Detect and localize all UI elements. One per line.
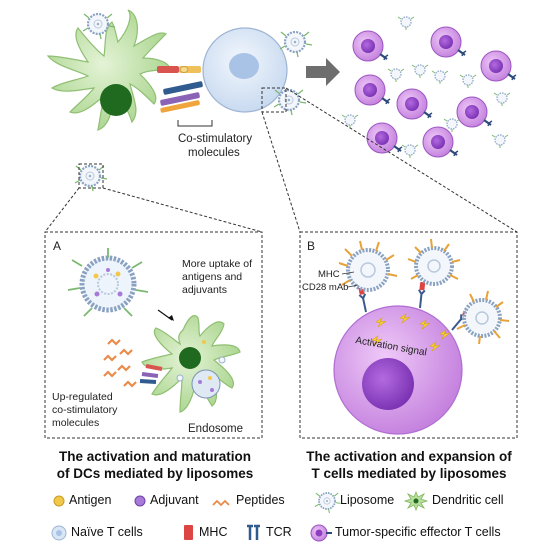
liposome-icon xyxy=(401,144,419,159)
cd28-label: CD28 mAb xyxy=(302,282,348,293)
liposome-icon xyxy=(431,70,449,85)
upreg-line1: Up-regulated xyxy=(52,391,113,403)
legend-icons xyxy=(51,490,429,542)
effector-t-cell-legend-icon xyxy=(310,524,332,542)
liposome-icon xyxy=(459,74,477,89)
upreg-line3: molecules xyxy=(52,417,99,429)
panel-a-caption: The activation and maturation of DCs med… xyxy=(40,448,270,482)
liposome-icon xyxy=(387,68,405,83)
mhc-label: MHC xyxy=(318,269,340,280)
legend-liposome: Liposome xyxy=(340,493,395,507)
panel-a-liposome xyxy=(67,248,149,317)
panel-a-caption-line1: The activation and maturation xyxy=(58,449,252,464)
uptake-arrowhead xyxy=(168,315,174,321)
legend-peptides: Peptides xyxy=(236,493,285,507)
effector-t-cell-icon xyxy=(421,125,460,159)
costim-bracket xyxy=(177,120,213,127)
legend-adjuvant: Adjuvant xyxy=(150,493,199,507)
legend-dendritic-cell: Dendritic cell xyxy=(432,493,504,507)
effector-t-cell-icon xyxy=(351,29,390,63)
upreg-line2: co-stimulatory xyxy=(52,404,118,416)
pointer-lines xyxy=(341,271,359,288)
effector-t-cell-icon xyxy=(365,121,404,155)
effector-cell-cluster xyxy=(341,16,518,159)
dendritic-cell-icon xyxy=(403,490,429,512)
peptide-icon xyxy=(212,499,230,507)
panel-b-caption-line1: The activation and expansion of xyxy=(306,449,512,464)
panel-b-letter: B xyxy=(307,239,315,253)
costim-label-line1: Co-stimulatory xyxy=(178,133,252,145)
liposome-icon xyxy=(341,114,359,129)
panel-b-t-cell xyxy=(333,305,463,435)
liposome-icon xyxy=(411,64,429,79)
panel-b-caption-line2: T cells mediated by liposomes xyxy=(311,466,507,481)
antigen-icon xyxy=(53,495,65,507)
effector-t-cell-icon xyxy=(455,95,494,129)
costim-label-line2: molecules xyxy=(188,147,240,159)
panel-a-letter: A xyxy=(53,239,61,253)
peptide-marks xyxy=(103,338,137,388)
tcr-icon xyxy=(247,524,260,540)
legend-tcr: TCR xyxy=(266,525,292,539)
panel-b-caption: The activation and expansion of T cells … xyxy=(290,448,528,482)
zoom-guides xyxy=(44,87,518,233)
panel-a-frame xyxy=(44,231,263,439)
effector-t-cell-icon xyxy=(395,87,434,121)
costimulatory-connectors xyxy=(157,66,203,113)
activation-sparks xyxy=(371,313,451,352)
expansion-arrow xyxy=(306,58,340,86)
liposome-icon xyxy=(73,164,109,193)
liposome-icon xyxy=(278,30,314,59)
naive-t-cell-top xyxy=(202,27,288,113)
panel-a-dendritic-cell xyxy=(139,315,241,413)
uptake-line2: antigens and xyxy=(182,271,242,283)
liposome-icon xyxy=(491,134,509,149)
legend-mhc: MHC xyxy=(199,525,228,539)
endosome-label: Endosome xyxy=(188,423,243,435)
legend-tumor-effector: Tumor-specific effector T cells xyxy=(335,525,501,539)
panel-a-caption-line2: of DCs mediated by liposomes xyxy=(56,466,254,481)
dendritic-cell-top xyxy=(46,9,171,131)
endosome-icon xyxy=(191,369,221,399)
effector-t-cell-icon xyxy=(353,73,392,107)
dc-nucleus xyxy=(100,84,132,116)
effector-t-cell-icon xyxy=(429,25,468,59)
uptake-line1: More uptake of xyxy=(182,258,252,270)
effector-t-cell-icon xyxy=(479,49,518,83)
panel-b-liposomes xyxy=(338,238,510,345)
liposome-icon xyxy=(493,92,511,107)
liposome-icon xyxy=(272,88,308,117)
panel-b-frame xyxy=(299,231,518,439)
uptake-line3: adjuvants xyxy=(182,284,227,296)
adjuvant-icon xyxy=(134,495,146,507)
legend-naive-t-cells: Naïve T cells xyxy=(71,525,143,539)
mhc-icon xyxy=(184,525,193,540)
liposome-icon xyxy=(397,16,415,31)
legend-antigen: Antigen xyxy=(69,493,112,507)
liposome-legend-icon xyxy=(314,492,342,514)
